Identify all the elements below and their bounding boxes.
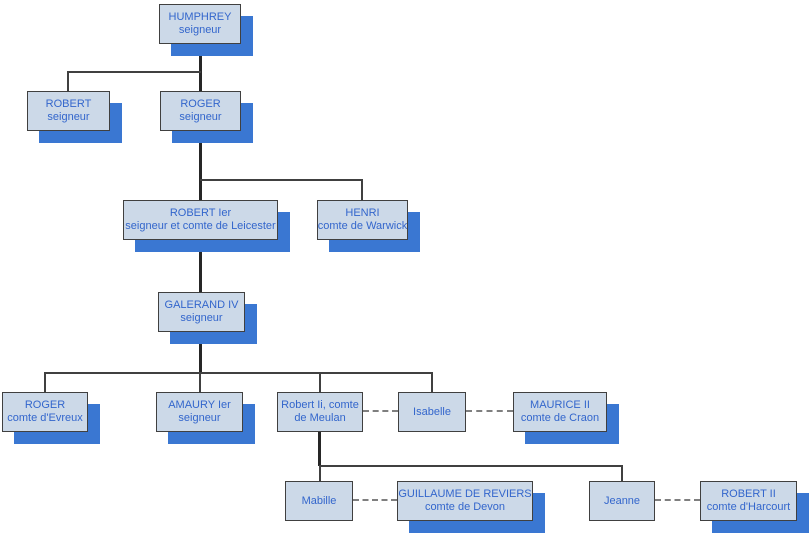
dashed-link-isabelle-maurice [466, 410, 513, 412]
connector-to-robert-seigneur [67, 71, 69, 92]
node-jeanne[interactable]: Jeanne [589, 481, 655, 521]
node-title: MAURICE II [530, 399, 590, 411]
node-subtitle: comte de Devon [424, 501, 506, 513]
dashed-link-mabille-guillaume [353, 499, 397, 501]
node-subtitle: seigneur et comte de Leicester [125, 220, 276, 232]
node-title: AMAURY Ier [168, 399, 231, 411]
node-maurice-ii[interactable]: MAURICE II comte de Craon [513, 392, 607, 432]
connector-humphrey-children [67, 71, 201, 73]
node-roger-evreux[interactable]: ROGER comte d'Evreux [2, 392, 88, 432]
connector-meulan-down [318, 432, 321, 466]
node-title: HUMPHREY [168, 11, 232, 23]
node-subtitle: seigneur [178, 24, 222, 36]
node-title: Robert Ii, comte [281, 399, 359, 411]
node-roger-seigneur[interactable]: ROGER seigneur [160, 91, 241, 131]
node-amaury-ier[interactable]: AMAURY Ier seigneur [156, 392, 243, 432]
node-title: GALERAND IV [164, 299, 239, 311]
node-robert-seigneur[interactable]: ROBERT seigneur [27, 91, 110, 131]
node-subtitle: seigneur [179, 111, 222, 123]
node-subtitle: comte de Craon [520, 412, 600, 424]
node-title: Isabelle [413, 405, 451, 418]
node-subtitle: seigneur [47, 111, 90, 123]
node-robert-harcourt[interactable]: ROBERT II comte d'Harcourt [700, 481, 797, 521]
node-subtitle: comte de Warwick [317, 220, 408, 232]
node-title: ROBERT Ier [169, 207, 232, 219]
node-title: ROBERT II [721, 488, 776, 500]
node-robert-meulan[interactable]: Robert Ii, comte de Meulan [277, 392, 363, 432]
connector-to-roger-evreux [44, 372, 46, 393]
connector-to-isabelle [431, 372, 433, 393]
node-humphrey[interactable]: HUMPHREY seigneur [159, 4, 241, 44]
connector-to-jeanne [621, 465, 623, 482]
node-title: HENRI [345, 207, 380, 219]
node-guillaume-reviers[interactable]: GUILLAUME DE REVIERS comte de Devon [397, 481, 533, 521]
node-subtitle: comte d'Harcourt [706, 501, 791, 513]
node-mabille[interactable]: Mabille [285, 481, 353, 521]
connector-humphrey-down [199, 44, 202, 92]
node-title: Mabille [301, 494, 337, 507]
node-robert-ier[interactable]: ROBERT Ier seigneur et comte de Leiceste… [123, 200, 278, 240]
connector-meulan-children [319, 465, 623, 467]
node-subtitle: seigneur [178, 412, 221, 424]
node-henri[interactable]: HENRI comte de Warwick [317, 200, 408, 240]
node-galerand-iv[interactable]: GALERAND IV seigneur [158, 292, 245, 332]
node-title: ROBERT [45, 98, 92, 110]
connector-robert-ier-down [199, 240, 202, 292]
connector-to-amaury [199, 372, 201, 393]
node-title: Jeanne [603, 494, 641, 507]
node-title: ROGER [24, 399, 66, 411]
dashed-link-jeanne-harcourt [655, 499, 700, 501]
connector-roger-down [199, 131, 202, 200]
node-isabelle[interactable]: Isabelle [398, 392, 466, 432]
dashed-link-meulan-isabelle [363, 410, 398, 412]
connector-roger-children [200, 179, 362, 181]
connector-to-robert-meulan [319, 372, 321, 393]
connector-to-henri [361, 179, 363, 201]
node-title: ROGER [180, 98, 221, 110]
connector-to-mabille [319, 465, 321, 482]
node-subtitle: comte d'Evreux [7, 412, 83, 424]
node-subtitle: de Meulan [294, 412, 346, 424]
node-title: GUILLAUME DE REVIERS [398, 488, 532, 500]
connector-galerand-children [44, 372, 433, 374]
connector-galerand-down [199, 332, 202, 373]
node-subtitle: seigneur [180, 312, 223, 324]
